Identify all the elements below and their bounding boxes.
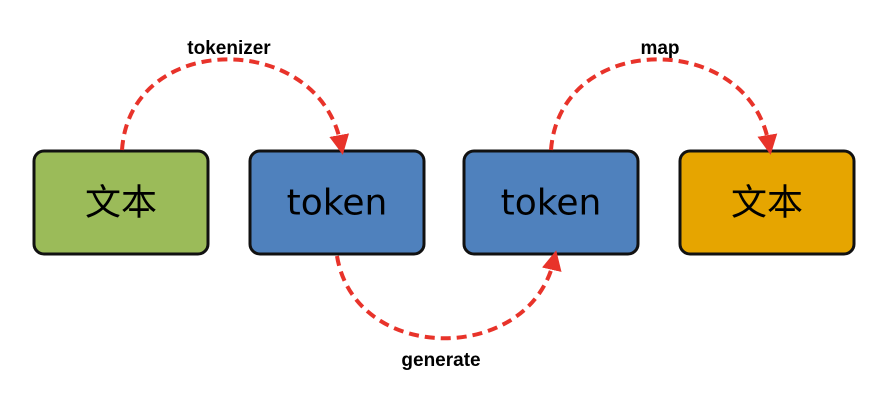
generate-label: generate [401,350,480,371]
source-text-box [32,149,210,256]
map-arrow [549,57,778,155]
node-source-text: 文本 [32,149,210,256]
output-token-label: token [501,183,602,224]
node-result-text: 文本 [678,149,856,256]
input-token-label: token [287,183,388,224]
tokenizer-arrow [120,57,350,155]
map-label: map [640,38,679,59]
node-input-token: token [248,149,426,256]
node-output-token: token [462,149,640,256]
tokenizer-label: tokenizer [187,38,271,59]
source-text-label: 文本 [85,183,157,224]
result-text-label: 文本 [731,183,803,224]
generate-arrow [335,250,562,341]
